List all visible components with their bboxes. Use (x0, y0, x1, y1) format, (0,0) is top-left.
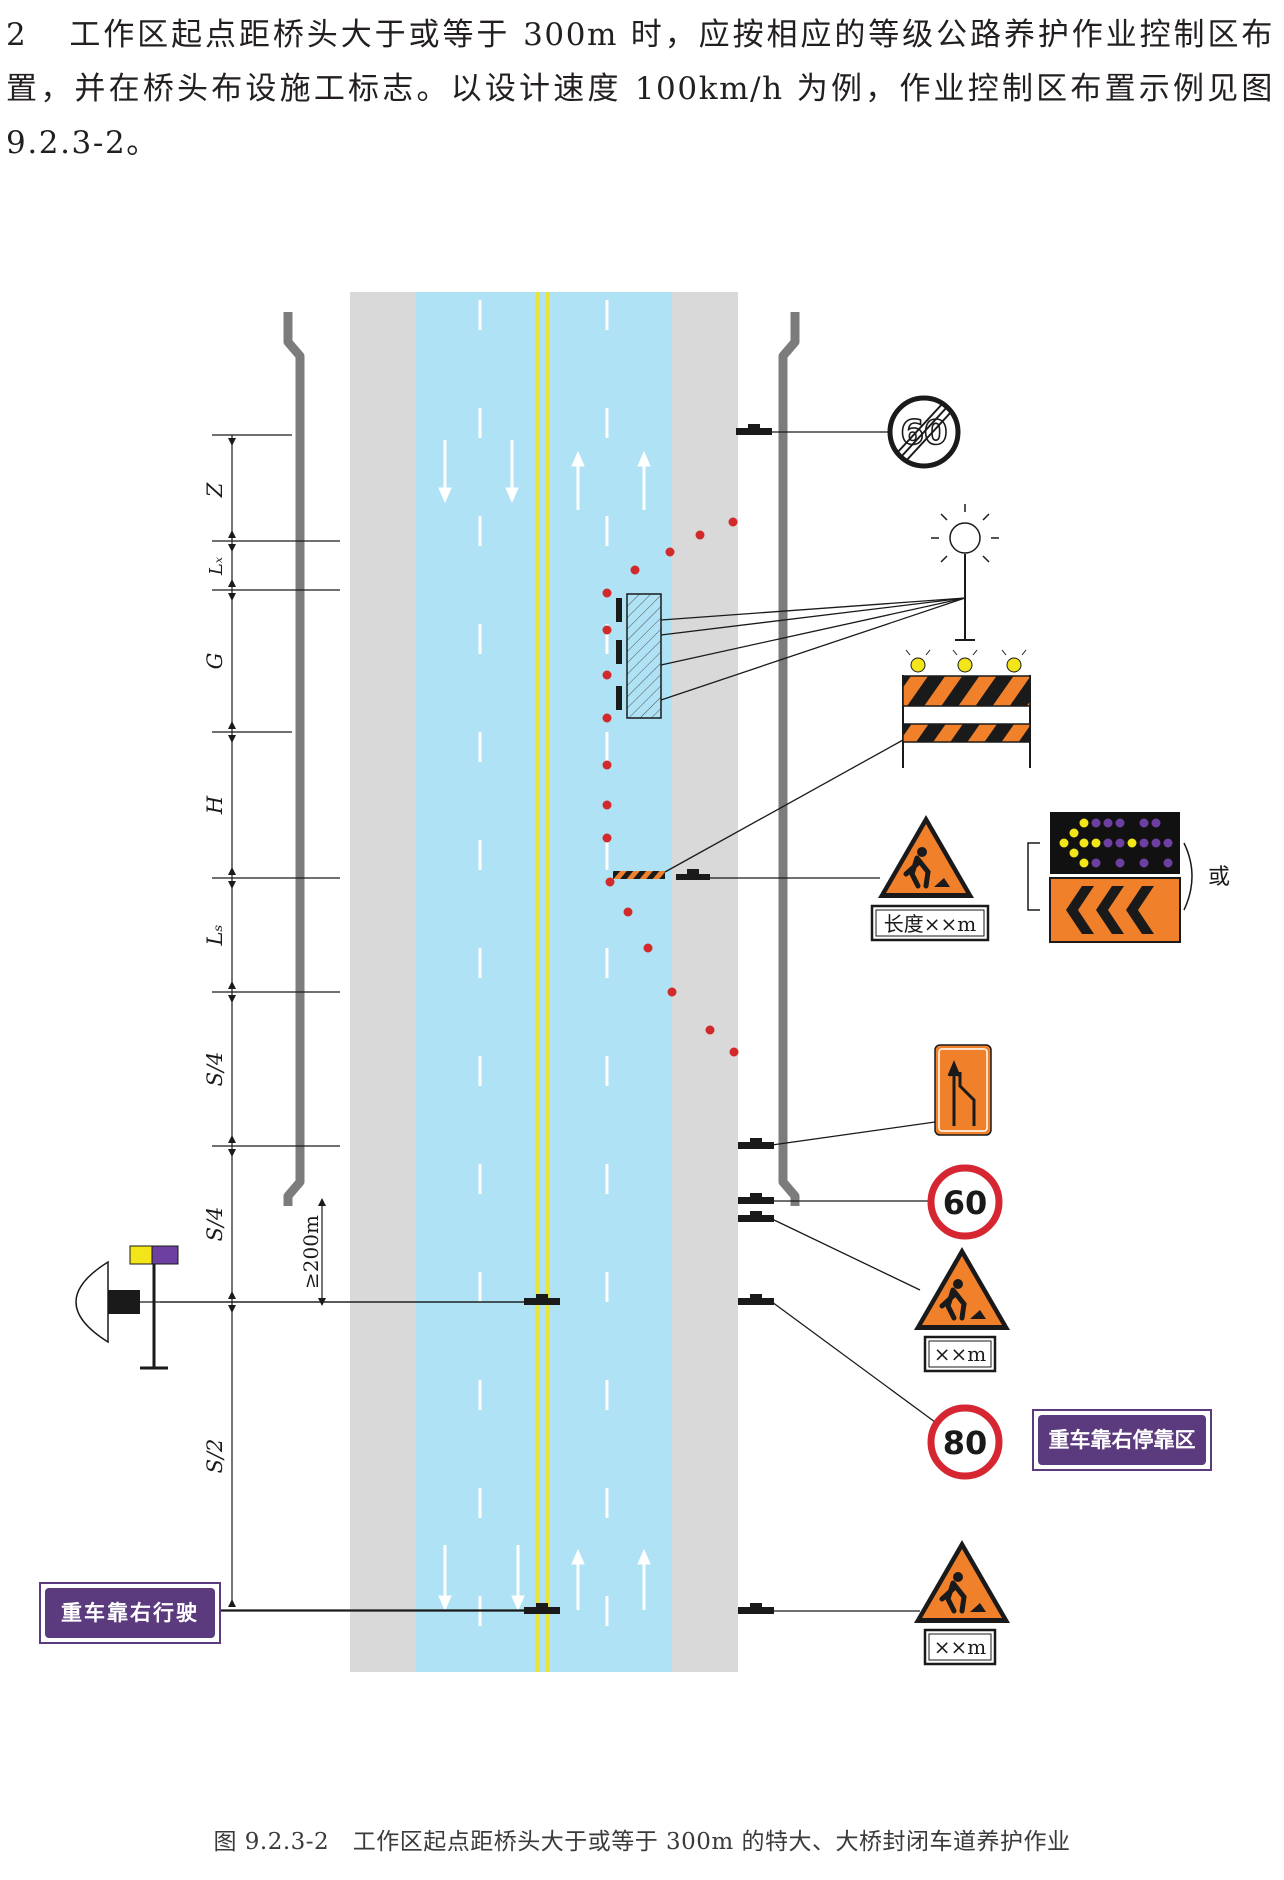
dimension-labels: Z Lₓ G H Lₛ S/4 S/4 S/2 ≥200m (203, 482, 323, 1473)
label-s4-b: S/4 (203, 1207, 227, 1242)
label-s4-a: S/4 (203, 1052, 227, 1087)
road-work-sign-distance-1: ××m (914, 1247, 1010, 1373)
bridge-railing-left (283, 312, 305, 1206)
label-z: Z (203, 482, 227, 498)
heavy-right-stop-text: 重车靠右停靠区 (1049, 1427, 1196, 1452)
cone-icon (665, 547, 675, 557)
label-s2: S/2 (203, 1439, 227, 1474)
barrier-end-mark (676, 869, 710, 880)
heavy-vehicle-keep-right-sign: 重车靠右行驶 (39, 1582, 221, 1644)
cone-icon (602, 625, 612, 635)
arrow-board-lights (1059, 818, 1173, 868)
up-arrow-icon (571, 1548, 585, 1610)
lane-merge-icon (947, 1060, 976, 1126)
down-arrow-icon (505, 440, 519, 504)
up-arrow-icon (571, 450, 585, 510)
cone-icon (729, 1047, 739, 1057)
dimension-ticks (228, 438, 326, 1607)
cone-icon (602, 670, 612, 680)
road (350, 292, 738, 1672)
cone-icon (605, 877, 615, 887)
cone-icon (728, 517, 738, 527)
warning-lamps (616, 598, 622, 710)
monitoring-camera-icon (75, 1245, 179, 1370)
heavy-vehicle-stop-sign: 重车靠右停靠区 (1032, 1409, 1212, 1471)
label-lx: Lₓ (206, 556, 227, 576)
right-shoulder (672, 292, 738, 1672)
distance-plate-1: ××m (934, 1342, 987, 1366)
arrow-board-options: 或 (1027, 812, 1230, 943)
speed-80-value: 80 (943, 1424, 988, 1462)
length-plate-text: 长度××m (884, 912, 977, 936)
road-work-sign-distance-2: ××m (914, 1540, 1010, 1666)
cone-icon (667, 987, 677, 997)
intro-text: 工作区起点距桥头大于或等于 300m 时，应按相应的等级公路养护作业控制区布置，… (6, 17, 1274, 161)
post-mark (738, 1211, 774, 1222)
lanes (416, 292, 672, 1672)
cone-icon (602, 833, 612, 843)
center-line-left (535, 292, 540, 1672)
barricade-icon (902, 649, 1031, 768)
speed-limit-80-sign: 80 (927, 1404, 1003, 1480)
label-h: H (203, 795, 227, 815)
post-mark (738, 1138, 774, 1149)
center-line-right (545, 292, 550, 1672)
cone-icon (630, 565, 640, 575)
speed-60-value: 60 (943, 1184, 988, 1222)
figure-caption: 图 9.2.3-2 工作区起点距桥头大于或等于 300m 的特大、大桥封闭车道养… (213, 1829, 1071, 1855)
leader-lines (130, 431, 966, 1612)
cone-icon (602, 588, 612, 598)
chevron-left-icon (1066, 886, 1154, 934)
left-shoulder (350, 292, 416, 1672)
label-min-200m: ≥200m (299, 1215, 323, 1289)
bracket-left (1027, 842, 1040, 911)
or-label: 或 (1208, 865, 1230, 890)
end-speed-limit-sign: 60 (887, 395, 961, 469)
bridge-railing-right (778, 312, 800, 1206)
cone-icon (643, 943, 653, 953)
speed-limit-60-sign: 60 (927, 1164, 1003, 1240)
bracket-right (1183, 842, 1193, 911)
cone-icon (705, 1025, 715, 1035)
post-mark (738, 1603, 774, 1614)
distance-plate-2: ××m (934, 1635, 987, 1659)
warning-light-icon (931, 504, 999, 641)
work-area-hatched (626, 593, 662, 719)
post-mark (738, 1193, 774, 1204)
cone-icon (602, 800, 612, 810)
lane-arrows (438, 440, 651, 1612)
road-work-icon (914, 1540, 1010, 1623)
road-work-icon (878, 815, 974, 898)
road-barrier-on-lane (613, 871, 665, 879)
road-work-icon (914, 1247, 1010, 1330)
item-number: 2 (6, 17, 28, 53)
traffic-cones (602, 517, 739, 1057)
cone-icon (602, 760, 612, 770)
road-work-sign-with-length: 长度××m (870, 815, 990, 942)
down-arrow-icon (438, 440, 452, 504)
heavy-right-lane-text: 重车靠右行驶 (61, 1600, 199, 1625)
label-g: G (203, 653, 227, 670)
post-mark (736, 424, 772, 435)
down-arrow-icon (438, 1545, 452, 1612)
cone-icon (602, 713, 612, 723)
lane-reduction-sign (934, 1044, 992, 1136)
cone-icon (623, 907, 633, 917)
down-arrow-icon (511, 1545, 525, 1612)
dimension-lines (160, 434, 530, 1611)
cone-icon (695, 530, 705, 540)
post-mark (738, 1294, 774, 1305)
label-ls: Lₛ (203, 924, 227, 946)
up-arrow-icon (637, 1548, 651, 1610)
up-arrow-icon (637, 450, 651, 510)
end-limit-value: 60 (900, 413, 947, 453)
